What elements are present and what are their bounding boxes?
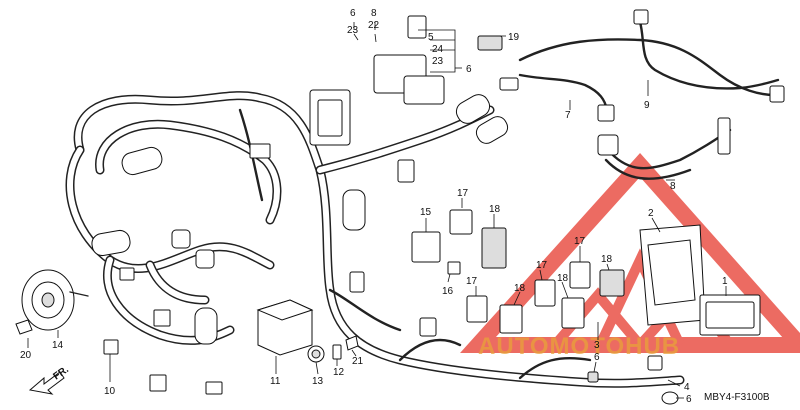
callout-6: 6	[350, 8, 356, 19]
callout-6: 6	[594, 352, 600, 363]
sub-harness-9	[499, 9, 785, 122]
callout-1: 1	[722, 276, 728, 287]
callout-16: 16	[442, 286, 454, 297]
callout-14: 14	[52, 340, 64, 351]
callout-17: 17	[574, 236, 586, 247]
part-callouts: 6 23 8 22 5 24 23 6 19 9 7 8 15 17 18 16…	[20, 8, 728, 405]
callout-23: 23	[432, 56, 444, 67]
callout-6: 6	[686, 394, 692, 405]
callout-21: 21	[352, 356, 364, 367]
callout-23: 23	[347, 25, 359, 36]
callout-22: 22	[368, 20, 380, 31]
horn	[21, 269, 89, 331]
callout-2: 2	[648, 208, 654, 219]
watermark-text: AUTOMOTOHUB	[478, 333, 680, 360]
callout-18: 18	[514, 283, 526, 294]
callout-18: 18	[601, 254, 613, 265]
callout-8: 8	[371, 8, 377, 19]
callout-10: 10	[104, 386, 116, 397]
callout-18: 18	[489, 204, 501, 215]
callout-17: 17	[457, 188, 469, 199]
callout-19: 19	[508, 32, 520, 43]
relays	[411, 209, 625, 334]
callout-20: 20	[20, 350, 32, 361]
callout-15: 15	[420, 207, 432, 218]
ecu-unit	[639, 224, 761, 336]
diagram-code: MBY4-F3100B	[704, 392, 770, 403]
connector-cylinders	[91, 94, 509, 345]
callout-9: 9	[644, 100, 650, 111]
callout-8: 8	[670, 181, 676, 192]
callout-24: 24	[432, 44, 444, 55]
callout-18: 18	[557, 273, 569, 284]
sub-harness-8	[597, 117, 732, 180]
callout-13: 13	[312, 376, 324, 387]
callout-4: 4	[684, 382, 690, 393]
callout-12: 12	[333, 367, 345, 378]
callout-7: 7	[565, 110, 571, 121]
lower-parts	[15, 143, 679, 405]
callout-17: 17	[536, 260, 548, 271]
fuse-box	[309, 15, 503, 146]
callout-17: 17	[466, 276, 478, 287]
callout-11: 11	[270, 376, 281, 387]
front-direction-arrow: FR.	[28, 364, 71, 395]
callout-3: 3	[594, 340, 600, 351]
leader-lines	[27, 22, 727, 399]
callout-6: 6	[466, 64, 472, 75]
callout-5: 5	[428, 32, 434, 43]
